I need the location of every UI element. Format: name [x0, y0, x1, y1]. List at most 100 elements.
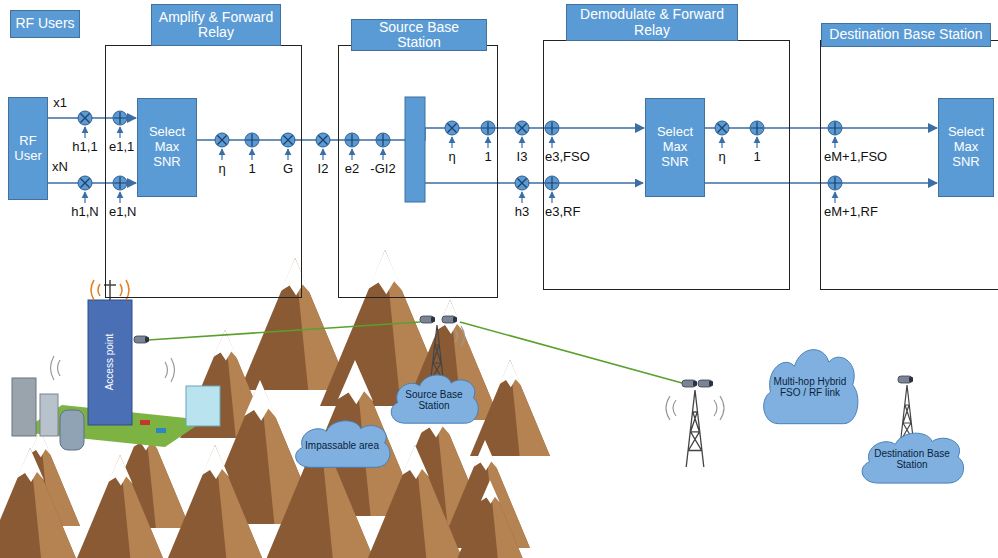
region-header: Demodulate & Forward Relay — [566, 4, 738, 41]
operator-mark — [284, 136, 293, 145]
signal-label: xN — [52, 160, 68, 173]
fso-head — [442, 316, 457, 323]
adder-symbol — [828, 121, 842, 135]
multiplier-symbol — [78, 111, 92, 125]
multiplier-symbol — [215, 133, 229, 147]
multiplier-symbol — [715, 121, 729, 135]
adder-symbol — [545, 176, 559, 190]
round-building — [60, 410, 84, 450]
operator-mark — [246, 134, 258, 146]
node-text: Select Max SNR — [140, 125, 194, 170]
operator-mark — [518, 124, 527, 133]
operator-circle — [828, 121, 842, 135]
operator-circle — [376, 133, 390, 147]
signal-label: e3,FSO — [545, 150, 590, 163]
multiplier-symbol — [515, 176, 529, 190]
multiplier-symbol — [445, 121, 459, 135]
operator-circle — [545, 121, 559, 135]
wifi-waves — [666, 396, 724, 420]
process-box: Select Max SNR — [137, 98, 197, 197]
signal-label: η — [718, 150, 725, 163]
relay-region: Demodulate & Forward RelaySelect Max SNR — [543, 40, 790, 290]
adder-symbol — [113, 176, 127, 190]
mountain — [75, 455, 165, 558]
signal-label: h1,1 — [72, 140, 97, 153]
cloud-outline — [764, 350, 858, 424]
input-arrow — [251, 149, 252, 160]
adder-symbol — [750, 121, 764, 135]
mountain — [470, 360, 550, 456]
relay-region: Source Base Station — [338, 45, 498, 298]
input-arrow — [119, 192, 120, 203]
signal-label: G — [283, 162, 293, 175]
input-arrow — [287, 149, 288, 160]
node-text: Destination Base Station — [870, 448, 954, 470]
operator-mark — [546, 122, 558, 134]
operator-circle — [481, 121, 495, 135]
access-point-building — [88, 300, 132, 425]
signal-label: h1,N — [71, 205, 98, 218]
node-text: Amplify & Forward Relay — [156, 10, 276, 41]
mountain — [240, 258, 350, 390]
building — [12, 378, 36, 436]
building-label: Access point — [105, 334, 115, 391]
operator-mark — [518, 179, 527, 188]
signal-label: η — [448, 150, 455, 163]
wifi-waves — [455, 326, 465, 346]
signal-label: I3 — [517, 150, 528, 163]
input-arrow — [382, 149, 383, 160]
adder-symbol — [828, 176, 842, 190]
fso-head — [134, 336, 149, 343]
input-arrow — [351, 149, 352, 160]
signal-label: e3,RF — [545, 205, 580, 218]
input-arrow — [84, 127, 85, 138]
operator-mark — [346, 134, 358, 146]
operator-mark — [448, 124, 457, 133]
operator-mark — [114, 177, 126, 189]
building — [40, 394, 58, 436]
signal-connector — [705, 127, 937, 129]
node-text: Source Base Station — [356, 20, 482, 51]
tower — [686, 390, 704, 467]
adder-symbol — [113, 111, 127, 125]
splitter-bar — [405, 97, 425, 202]
signal-connector — [705, 182, 937, 184]
node-text: Source Base Station — [400, 389, 468, 411]
node-text: Demodulate & Forward Relay — [571, 7, 733, 38]
signal-label: 1 — [248, 162, 255, 175]
operator-circle — [281, 133, 295, 147]
input-arrow — [834, 192, 835, 203]
cloud-callout: Multi-hop Hybrid FSO / RF link — [758, 342, 862, 428]
signal-label: e2 — [345, 162, 359, 175]
operator-mark — [81, 114, 90, 123]
fso-head — [898, 376, 913, 383]
operator-circle — [828, 176, 842, 190]
signal-label: eM+1,FSO — [824, 150, 887, 163]
multiplier-symbol — [316, 133, 330, 147]
operator-circle — [113, 111, 127, 125]
cloud-outline — [296, 421, 390, 467]
operator-mark — [829, 122, 841, 134]
operator-circle — [78, 111, 92, 125]
mountains — [0, 250, 550, 558]
operator-mark — [218, 136, 227, 145]
signal-label: η — [218, 162, 225, 175]
operator-circle — [545, 176, 559, 190]
header-box: RF Users — [10, 10, 80, 38]
signal-label: e1,N — [109, 205, 136, 218]
operator-mark — [319, 136, 328, 145]
operator-mark — [751, 122, 763, 134]
operator-mark — [546, 177, 558, 189]
operator-mark — [114, 112, 126, 124]
mountain — [455, 480, 525, 558]
node-text: Multi-hop Hybrid FSO / RF link — [772, 376, 848, 398]
multiplier-symbol — [78, 176, 92, 190]
fso-head — [420, 316, 435, 323]
input-arrow — [551, 137, 552, 148]
cloud-outline — [862, 433, 963, 483]
fso-head — [698, 380, 713, 387]
